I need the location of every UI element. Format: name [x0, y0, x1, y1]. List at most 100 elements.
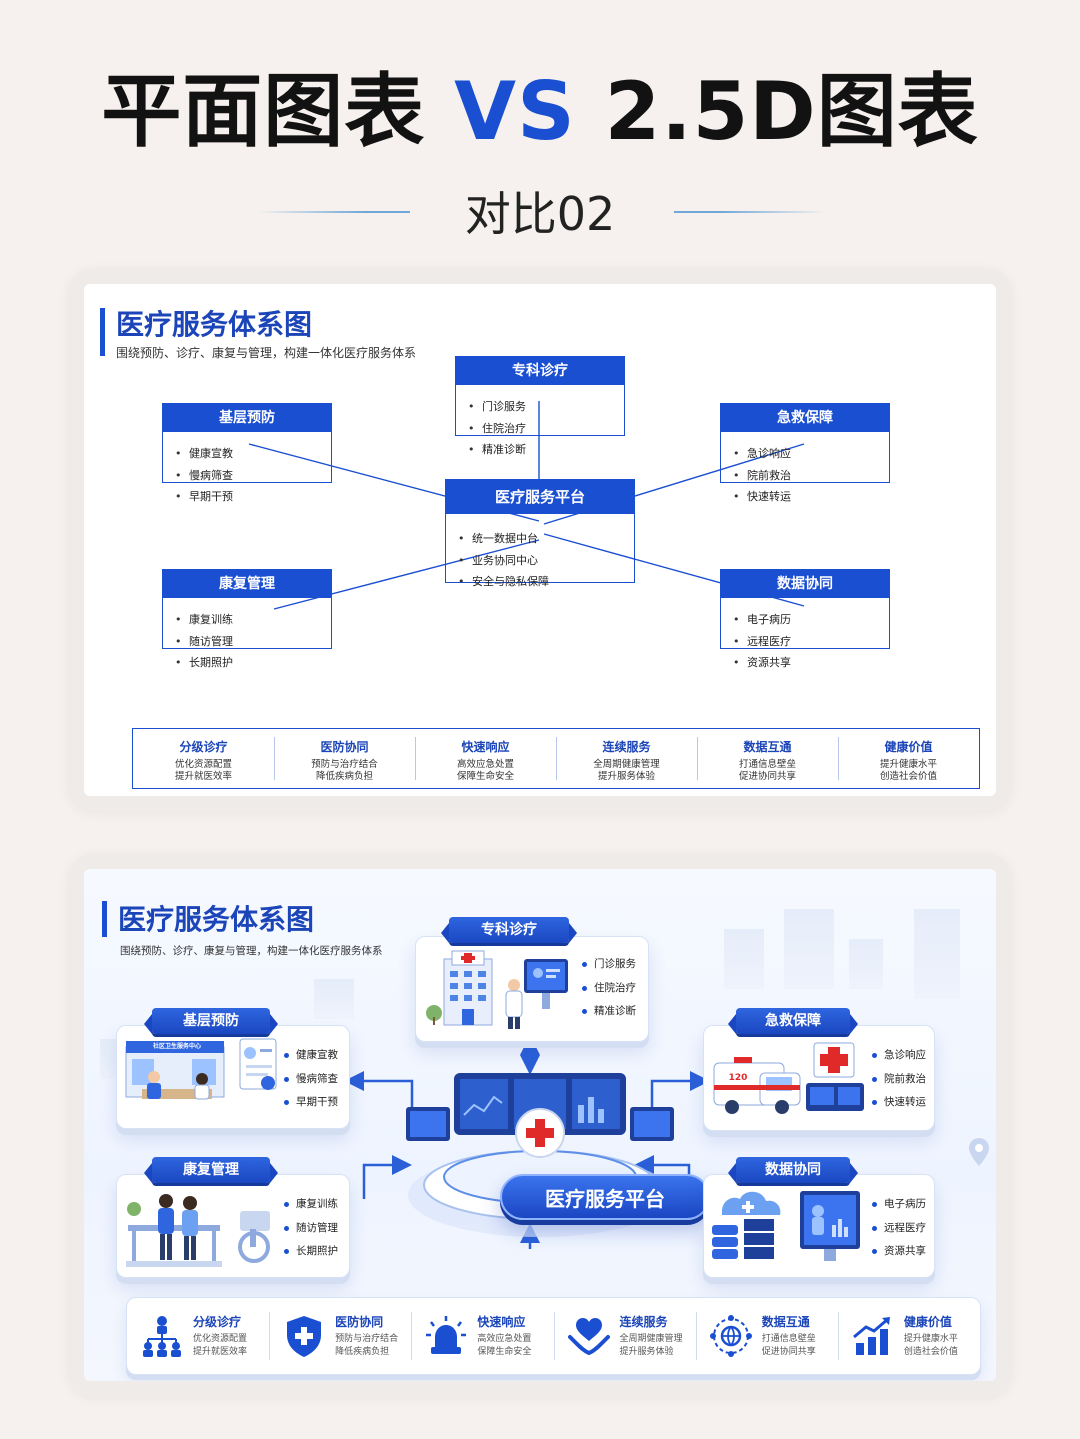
feature-text: 连续服务 全周期健康管理 提升服务体验: [620, 1314, 683, 1359]
module-data-header: 数据协同: [721, 570, 889, 598]
module-specialty-header: 专科诊疗: [456, 357, 624, 385]
list-item: 精准诊断: [582, 1000, 636, 1024]
isometric-diagram-canvas: 医疗服务体系图 围绕预防、诊疗、康复与管理，构建一体化医疗服务体系 专科诊疗: [84, 869, 996, 1381]
feature-line: 保障生命安全: [456, 771, 514, 782]
feature-line: 降低疾病负担: [335, 1346, 390, 1357]
feature-line: 提升健康水平: [903, 1333, 958, 1344]
flat-diagram-canvas: 医疗服务体系图 围绕预防、诊疗、康复与管理，构建一体化医疗服务体系 专科诊疗 门…: [84, 284, 996, 796]
module-emergency-list: 急诊响应 院前救治 快速转运: [731, 443, 791, 508]
bg-building: [849, 939, 883, 989]
card-specialty-list: 门诊服务 住院治疗 精准诊断: [582, 953, 636, 1024]
feature-text: 快速响应 高效应急处置 保障生命安全: [477, 1314, 531, 1359]
isometric-diagram-panel: 医疗服务体系图 围绕预防、诊疗、康复与管理，构建一体化医疗服务体系 专科诊疗: [68, 853, 1012, 1397]
platform-label: 医疗服务平台: [500, 1174, 710, 1220]
feature-cell: 健康价值 提升健康水平 创造社会价值: [837, 1298, 980, 1374]
list-item: 远程医疗: [872, 1217, 926, 1241]
module-primary: 基层预防: [162, 403, 332, 483]
feature-line: 高效应急处置: [477, 1333, 532, 1344]
list-item: 随访管理: [173, 631, 233, 653]
title-right: 2.5D图表: [604, 65, 979, 158]
feature-title: 数据互通: [761, 1314, 810, 1329]
growth-chart-icon: [852, 1317, 890, 1355]
card-emergency-ribbon: 急救保障: [728, 1008, 858, 1034]
list-item: 电子病历: [872, 1193, 926, 1217]
feature-cell: 分级诊疗 优化资源配置 提升就医效率: [133, 729, 274, 788]
feature-line: 预防与治疗结合: [335, 1333, 399, 1344]
module-primary-header: 基层预防: [163, 404, 331, 432]
list-item: 健康宣教: [284, 1044, 338, 1068]
clinic-illustration: [125, 1038, 277, 1100]
feature-line: 预防与治疗结合: [311, 759, 378, 770]
feature-text: 数据互通 打通信息壁垒 促进协同共享: [762, 1314, 816, 1359]
feature-title: 分级诊疗: [179, 740, 228, 754]
list-item: 门诊服务: [582, 953, 636, 977]
feature-line: 全周期健康管理: [619, 1333, 683, 1344]
list-item: 早期干预: [284, 1091, 338, 1115]
module-rehab-list: 康复训练 随访管理 长期照护: [173, 609, 233, 674]
flat-diagram-subtitle: 围绕预防、诊疗、康复与管理，构建一体化医疗服务体系: [116, 346, 417, 360]
map-pin-icon: [969, 1138, 989, 1166]
flat-diagram-panel: 医疗服务体系图 围绕预防、诊疗、康复与管理，构建一体化医疗服务体系 专科诊疗 门…: [68, 268, 1012, 812]
ambulance-number: 120: [728, 1073, 748, 1083]
feature-text: 分级诊疗 优化资源配置 提升就医效率: [193, 1314, 247, 1359]
shield-plus-icon: [287, 1316, 322, 1357]
feature-title: 连续服务: [602, 740, 651, 754]
feature-line: 提升服务体验: [597, 771, 655, 782]
feature-title: 分级诊疗: [193, 1314, 242, 1329]
feature-line: 提升健康水平: [879, 759, 937, 770]
feature-title: 健康价值: [903, 1314, 952, 1329]
feature-text: 医防协同 预防与治疗结合 降低疾病负担: [335, 1314, 398, 1359]
clinic-sign: 社区卫生服务中心: [152, 1043, 201, 1050]
module-specialty-list: 门诊服务 住院治疗 精准诊断: [466, 396, 526, 461]
feature-line: 提升就医效率: [174, 771, 232, 782]
card-specialty-ribbon: 专科诊疗: [441, 917, 577, 943]
module-rehab-header: 康复管理: [163, 570, 331, 598]
feature-title: 连续服务: [619, 1314, 668, 1329]
title-left: 平面图表: [101, 65, 426, 158]
bg-building: [314, 979, 354, 1019]
list-item: 门诊服务: [466, 396, 526, 418]
feature-cell: 快速响应 高效应急处置 保障生命安全: [415, 729, 556, 788]
module-center-platform: 医疗服务平台: [445, 479, 635, 583]
feature-line: 优化资源配置: [193, 1333, 248, 1344]
flat-feature-strip: 分级诊疗 优化资源配置 提升就医效率 医防协同 预防与治疗结合 降低疾病负担 快…: [132, 728, 980, 789]
rehab-illustration: [126, 1194, 270, 1267]
card-rehab-list: 康复训练 随访管理 长期照护: [284, 1193, 338, 1264]
list-item: 长期照护: [284, 1240, 338, 1264]
center-platform-list: 统一数据中台 业务协同中心 安全与隐私保障: [456, 528, 549, 593]
feature-cell: 分级诊疗 优化资源配置 提升就医效率: [127, 1298, 269, 1374]
subtitle-divider-left: [258, 211, 410, 213]
hospital-illustration: [426, 950, 568, 1029]
card-data-list: 电子病历 远程医疗 资源共享: [872, 1193, 926, 1264]
card-emergency-list: 急诊响应 院前救治 快速转运: [872, 1044, 926, 1115]
data-illustration: [712, 1191, 860, 1261]
feature-text: 健康价值 提升健康水平 创造社会价值: [904, 1314, 958, 1359]
feature-line: 促进协同共享: [761, 1346, 816, 1357]
feature-line: 创造社会价值: [879, 771, 937, 782]
list-item: 统一数据中台: [456, 528, 549, 550]
feature-title: 快速响应: [477, 1314, 526, 1329]
feature-line: 打通信息壁垒: [738, 759, 796, 770]
network-globe-icon: [709, 1315, 752, 1357]
card-rehab-ribbon: 康复管理: [144, 1157, 278, 1183]
feature-cell: 数据互通 打通信息壁垒 促进协同共享: [697, 729, 838, 788]
list-item: 康复训练: [284, 1193, 338, 1217]
feature-line: 高效应急处置: [456, 759, 514, 770]
list-item: 住院治疗: [466, 418, 526, 440]
feature-cell: 医防协同 预防与治疗结合 降低疾病负担: [269, 1298, 411, 1374]
list-item: 急诊响应: [872, 1044, 926, 1068]
title-accent-bar: [102, 901, 107, 937]
module-primary-list: 健康宣教 慢病筛查 早期干预: [173, 443, 233, 508]
list-item: 快速转运: [872, 1091, 926, 1115]
module-data-list: 电子病历 远程医疗 资源共享: [731, 609, 791, 674]
siren-icon: [426, 1316, 467, 1354]
list-item: 院前救治: [872, 1068, 926, 1092]
list-item: 早期干预: [173, 486, 233, 508]
list-item: 康复训练: [173, 609, 233, 631]
subtitle-divider-right: [674, 211, 826, 213]
feature-line: 保障生命安全: [477, 1346, 532, 1357]
isometric-diagram-title: 医疗服务体系图: [118, 903, 315, 936]
hierarchy-icon: [143, 1316, 181, 1357]
module-specialty: 专科诊疗: [455, 356, 625, 436]
list-item: 住院治疗: [582, 977, 636, 1001]
